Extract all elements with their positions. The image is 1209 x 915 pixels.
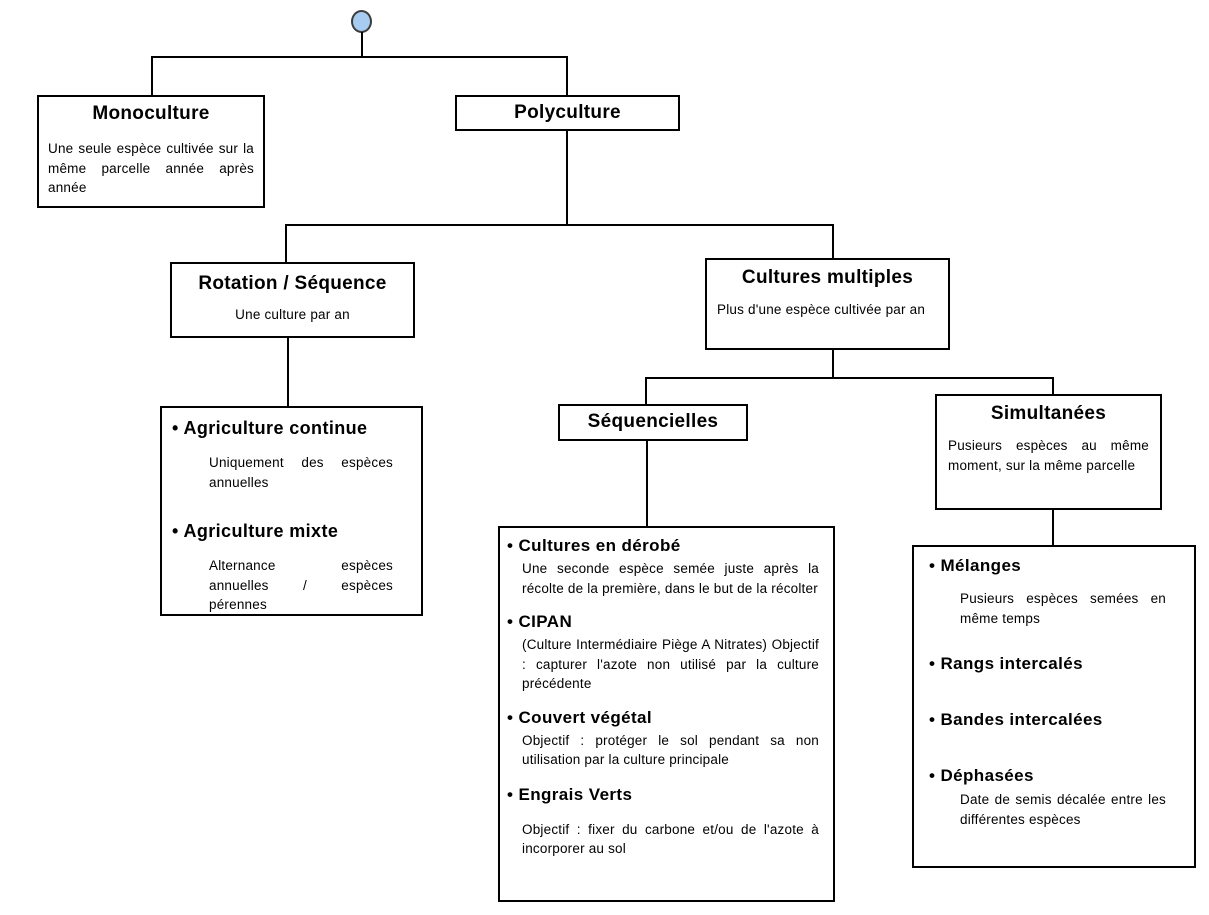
bullet-head: • Cultures en dérobé — [507, 536, 833, 556]
node-rotation-title: Rotation / Séquence — [198, 273, 387, 294]
list-item: • Déphasées Date de semis décalée entre … — [929, 766, 1194, 829]
list-item: • Agriculture continue Uniquement des es… — [172, 418, 421, 492]
connector-level1-horizontal — [151, 56, 568, 58]
bullet-icon: • — [172, 418, 179, 438]
connector-to-polyculture — [566, 56, 568, 95]
node-polyculture: Polyculture — [455, 95, 680, 131]
list-item: • Agriculture mixte Alternance espèces a… — [172, 521, 421, 615]
bullet-icon: • — [929, 556, 936, 575]
bullet-head: • Mélanges — [929, 556, 1194, 576]
item-title: Rangs intercalés — [940, 654, 1083, 673]
node-sequencielles-detail: • Cultures en dérobé Une seconde espèce … — [498, 526, 835, 902]
node-simultanees-title: Simultanées — [990, 403, 1107, 424]
bullet-head: • Engrais Verts — [507, 785, 833, 805]
connector-to-monoculture — [151, 56, 153, 95]
bullet-icon: • — [929, 710, 936, 729]
connector-simultanees-down — [1052, 510, 1054, 545]
item-title: Agriculture continue — [183, 418, 368, 438]
bullet-icon: • — [929, 766, 936, 785]
connector-level2-horizontal — [285, 224, 834, 226]
bullet-head: • CIPAN — [507, 612, 833, 632]
item-title: Bandes intercalées — [940, 710, 1103, 729]
bullet-icon: • — [507, 784, 514, 804]
bullet-icon: • — [507, 612, 514, 631]
list-item: • Engrais Verts Objectif : fixer du carb… — [507, 785, 833, 859]
list-item: • Cultures en dérobé Une seconde espèce … — [507, 536, 833, 598]
node-rotation-body: Une culture par an — [235, 307, 350, 322]
connector-level3-horizontal — [645, 377, 1054, 379]
item-title: Déphasées — [940, 766, 1034, 785]
bullet-head: • Déphasées — [929, 766, 1194, 786]
node-monoculture-title: Monoculture — [92, 103, 210, 124]
connector-cultures-multiples-down — [832, 350, 834, 378]
bullet-head: • Agriculture mixte — [172, 521, 421, 542]
bullet-head: • Agriculture continue — [172, 418, 421, 439]
node-cultures-multiples-body: Plus d'une espèce cultivée par an — [717, 302, 926, 317]
root-node-circle — [351, 10, 372, 33]
node-simultanees-body: Pusieurs espèces au même moment, sur la … — [948, 438, 1149, 473]
bullet-icon: • — [507, 536, 514, 555]
item-body: (Culture Intermédiaire Piège A Nitrates)… — [522, 637, 819, 691]
node-cultures-multiples: Cultures multiples Plus d'une espèce cul… — [705, 258, 950, 350]
node-simultanees: Simultanées Pusieurs espèces au même mom… — [935, 394, 1162, 510]
item-body: Alternance espèces annuelles / espèces p… — [209, 558, 393, 612]
list-item: • CIPAN (Culture Intermédiaire Piège A N… — [507, 612, 833, 694]
list-item: • Mélanges Pusieurs espèces semées en mê… — [929, 556, 1194, 628]
item-body: Uniquement des espèces annuelles — [209, 455, 393, 490]
item-title: Mélanges — [940, 556, 1022, 575]
bullet-icon: • — [507, 707, 514, 727]
item-body: Objectif : protéger le sol pendant sa no… — [522, 732, 819, 768]
bullet-head: • Rangs intercalés — [929, 654, 1194, 674]
node-polyculture-title: Polyculture — [514, 102, 621, 123]
node-sequencielles-title: Séquencielles — [587, 411, 719, 432]
item-title: Cultures en dérobé — [518, 536, 681, 555]
item-title: Engrais Verts — [518, 784, 633, 804]
bullet-icon: • — [929, 654, 936, 673]
item-body: Une seconde espèce semée juste après la … — [522, 561, 819, 596]
connector-rotation-down — [287, 338, 289, 406]
bullet-head: • Bandes intercalées — [929, 710, 1194, 730]
node-monoculture: Monoculture Une seule espèce cultivée su… — [37, 95, 265, 208]
connector-sequencielles-down — [646, 441, 648, 526]
connector-root-stem — [361, 32, 363, 57]
item-body: Date de semis décalée entre les différen… — [960, 792, 1166, 827]
list-item: • Bandes intercalées — [929, 710, 1194, 730]
item-title: Agriculture mixte — [183, 521, 339, 541]
bullet-head: • Couvert végétal — [507, 708, 833, 728]
item-title: Couvert végétal — [518, 707, 653, 727]
connector-to-rotation — [285, 224, 287, 262]
node-rotation-sequence: Rotation / Séquence Une culture par an — [170, 262, 415, 338]
connector-to-cultures-multiples — [832, 224, 834, 258]
list-item: • Couvert végétal Objectif : protéger le… — [507, 708, 833, 770]
node-cultures-multiples-title: Cultures multiples — [741, 267, 914, 288]
node-simultanees-detail: • Mélanges Pusieurs espèces semées en mê… — [912, 545, 1196, 868]
connector-to-simultanees — [1052, 377, 1054, 394]
connector-to-sequencielles — [645, 377, 647, 404]
item-body: Pusieurs espèces semées en même temps — [960, 591, 1166, 626]
node-monoculture-body: Une seule espèce cultivée sur la même pa… — [48, 141, 254, 195]
bullet-icon: • — [172, 521, 179, 541]
item-body: Objectif : fixer du carbone et/ou de l'a… — [522, 821, 819, 857]
item-title: CIPAN — [518, 612, 573, 631]
node-sequencielles: Séquencielles — [558, 404, 748, 441]
list-item: • Rangs intercalés — [929, 654, 1194, 674]
connector-polyculture-down — [566, 130, 568, 226]
node-rotation-detail: • Agriculture continue Uniquement des es… — [160, 406, 423, 616]
